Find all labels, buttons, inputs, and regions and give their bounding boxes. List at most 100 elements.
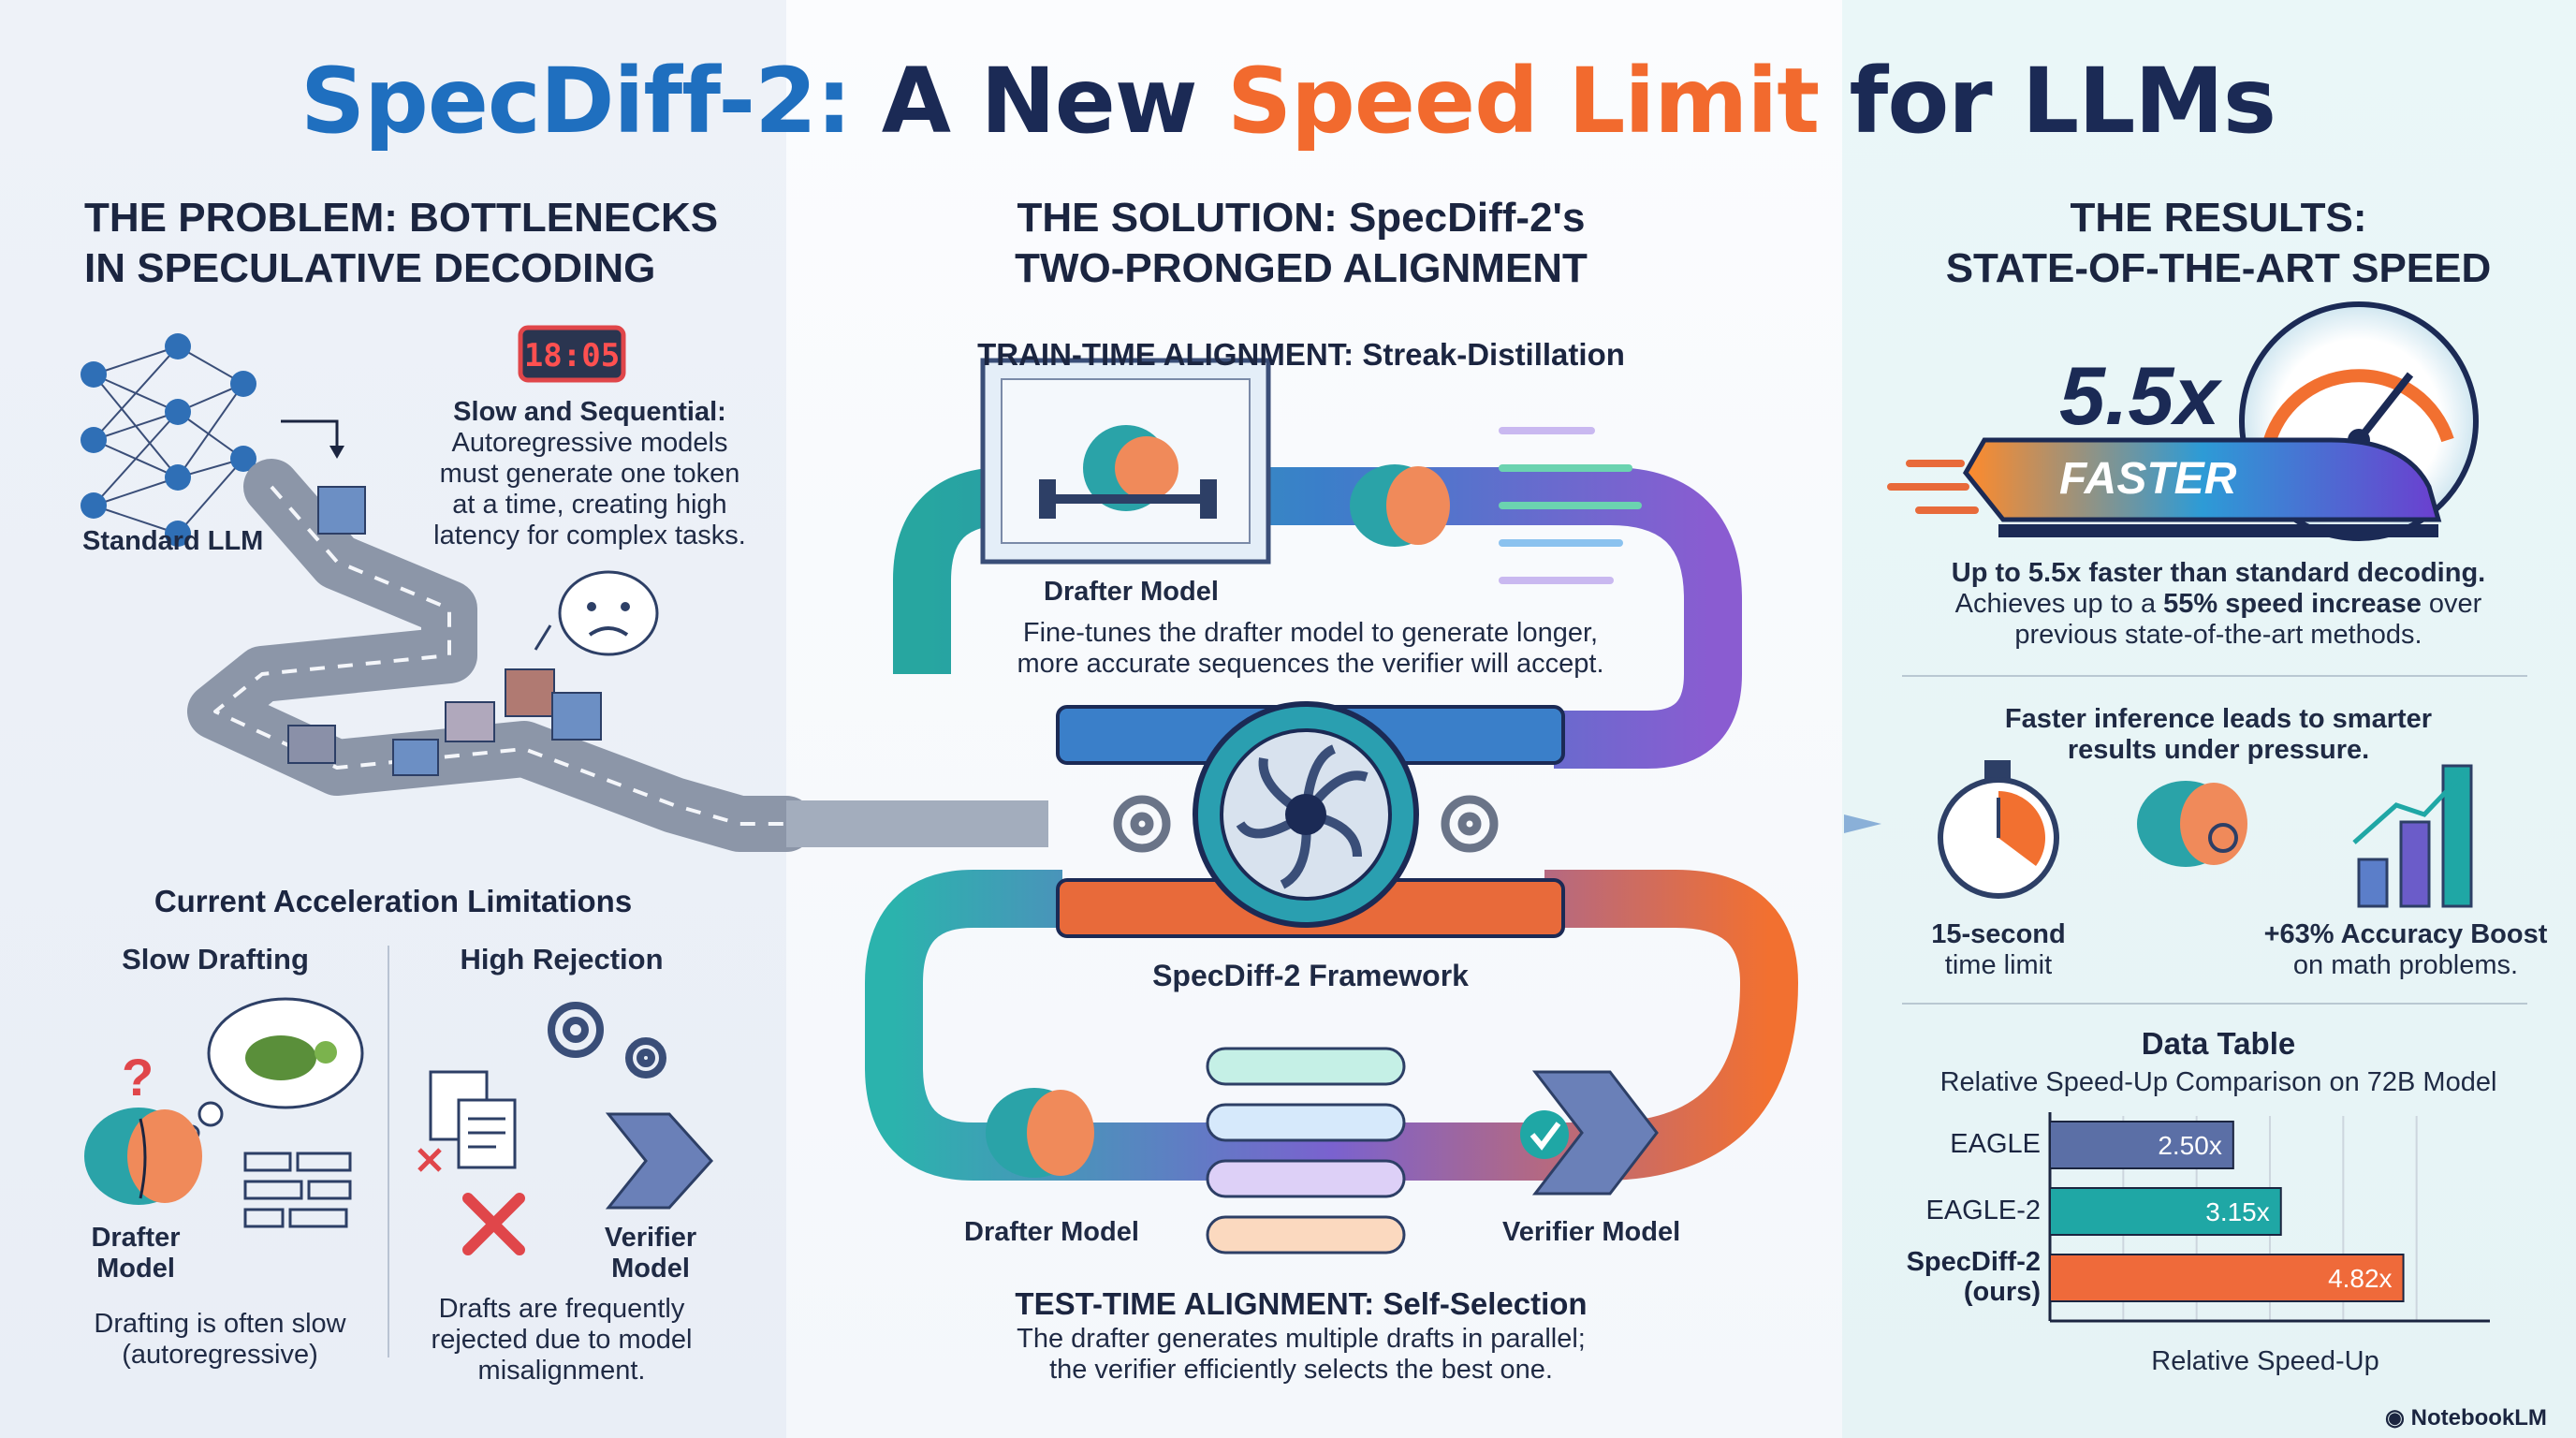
accuracy-chart-icon: [2352, 764, 2473, 908]
problem-heading-line1: THE PROBLEM: BOTTLENECKS: [84, 195, 719, 241]
neural-network-icon: [93, 345, 244, 535]
drafter-brain-icon: [84, 1108, 202, 1205]
chart-value-label: 2.50x: [2158, 1131, 2222, 1160]
standard-llm-label: Standard LLM: [82, 526, 264, 556]
title-part2: A New: [881, 49, 1198, 154]
drafter-model-top-label: Drafter Model: [1044, 577, 1219, 607]
draft-text-icon: [243, 1152, 352, 1228]
problem-heading-line2: IN SPECULATIVE DECODING: [84, 245, 656, 291]
chart-value-label: 3.15x: [2205, 1197, 2270, 1226]
accuracy-l2: on math problems.: [2292, 950, 2519, 980]
reject-note-l2: rejected due to model: [431, 1325, 693, 1355]
problem-heading: THE PROBLEM: BOTTLENECKS IN SPECULATIVE …: [84, 193, 777, 294]
reject-note-l3: misalignment.: [477, 1356, 646, 1386]
branding-text: NotebookLM: [2410, 1405, 2547, 1431]
speedup-big-number: 5.5x: [2059, 349, 2220, 442]
gym-training-box: [980, 358, 1271, 565]
slow-line-4: latency for complex tasks.: [433, 521, 746, 550]
notebooklm-logo-icon: ◉: [2385, 1405, 2411, 1431]
train-time-title: TRAIN-TIME ALIGNMENT: Streak-Distillatio…: [977, 337, 1625, 372]
verifier-chevron-icon: [605, 1112, 714, 1210]
gears-icon: [548, 1002, 666, 1078]
test-time-title: TEST-TIME ALIGNMENT: Self-Selection: [1015, 1286, 1588, 1321]
drafter-label-l1: Drafter: [91, 1223, 181, 1253]
slow-sequential-block: Slow and Sequential: Autoregressive mode…: [402, 397, 777, 551]
results-line2: Achieves up to a 55% speed increase over: [1900, 589, 2537, 620]
small-x-icon: [417, 1148, 442, 1172]
chart-category-label: SpecDiff-2 (ours): [1906, 1247, 2041, 1307]
results-line3: previous state-of-the-art methods.: [2014, 620, 2422, 650]
accuracy-l1: +63% Accuracy Boost: [2263, 919, 2548, 949]
speedup-bar-chart: 2.50x 3.15x 4.82x: [2048, 1112, 2490, 1323]
parallel-drafts-icon: [1206, 1047, 1406, 1255]
test-desc-l1: The drafter generates multiple drafts in…: [1017, 1324, 1586, 1354]
faster-label: FASTER: [2059, 454, 2237, 504]
chart-category-label: EAGLE: [1950, 1129, 2041, 1159]
chart-value-label: 4.82x: [2328, 1264, 2393, 1293]
train-desc-l2: more accurate sequences the verifier wil…: [1017, 649, 1604, 679]
drafter-label-l2: Model: [96, 1254, 175, 1284]
framework-label: SpecDiff-2 Framework: [1152, 959, 1469, 992]
bullet-train-icon: [1887, 437, 2442, 537]
chart-bar: [2049, 1187, 2282, 1236]
limits-title: Current Acceleration Limitations: [154, 884, 633, 918]
time-limit-label: 15-second time limit: [1910, 919, 2087, 981]
accuracy-label: +63% Accuracy Boost on math problems.: [2247, 919, 2565, 981]
alarm-clock-icon: [518, 325, 626, 383]
notebooklm-branding: ◉ NotebookLM: [2385, 1404, 2547, 1431]
token-blocks: [287, 486, 602, 776]
drafting-note: Drafting is often slow (autoregressive): [56, 1309, 384, 1371]
solution-heading: THE SOLUTION: SpecDiff-2's TWO-PRONGED A…: [880, 193, 1722, 294]
slow-line-1: Autoregressive models: [451, 428, 728, 458]
turbine-framework: [1056, 701, 1565, 938]
train-desc-l1: Fine-tunes the drafter model to generate…: [1022, 618, 1599, 648]
output-sequences-icon: [1499, 427, 1642, 584]
data-table-title: Data Table: [2141, 1026, 2296, 1061]
results-line2-pre: Achieves up to a: [1954, 589, 2164, 619]
drafter-brain-top-icon: [1350, 464, 1450, 547]
verifier-model-bottom-label: Verifier Model: [1502, 1217, 1681, 1247]
clock-readout: 18:05: [523, 337, 621, 374]
title-part3: Speed Limit: [1227, 49, 1820, 154]
train-time-desc: Fine-tunes the drafter model to generate…: [917, 618, 1704, 680]
time-limit-l1: 15-second: [1931, 919, 2066, 949]
frustrated-face-icon: [534, 570, 659, 656]
solution-heading-line1: THE SOLUTION: SpecDiff-2's: [1017, 195, 1586, 241]
slow-sequential-title: Slow and Sequential:: [453, 397, 726, 427]
side-gears-icon: [1113, 795, 1499, 853]
solution-heading-line2: TWO-PRONGED ALIGNMENT: [1015, 245, 1588, 291]
results-heading-line1: THE RESULTS:: [2070, 195, 2367, 241]
inference-note: Faster inference leads to smarter result…: [1900, 704, 2537, 766]
inference-l1: Faster inference leads to smarter: [2004, 704, 2433, 734]
chart-bar: [2049, 1254, 2405, 1302]
winding-road: [187, 459, 814, 852]
stopwatch-icon: [1938, 760, 2059, 899]
slow-line-3: at a time, creating high: [452, 490, 727, 520]
inference-l2: results under pressure.: [2067, 735, 2370, 765]
drafting-note-l1: Drafting is often slow: [94, 1309, 346, 1339]
high-rejection-label: High Rejection: [460, 943, 664, 976]
rejected-drafts-icon: [429, 1070, 517, 1169]
chart-bar: [2049, 1121, 2234, 1169]
rejection-note: Drafts are frequently rejected due to mo…: [398, 1294, 725, 1387]
verifier-chevron-bottom-icon: [1520, 1070, 1659, 1196]
drafter-model-label: Drafter Model: [56, 1223, 215, 1284]
results-heading: THE RESULTS: STATE-OF-THE-ART SPEED: [1900, 193, 2537, 294]
time-limit-l2: time limit: [1944, 950, 2053, 980]
title-part4: for LLMs: [1849, 49, 2276, 154]
drafter-brain-bottom-icon: [986, 1088, 1094, 1178]
drafter-model-bottom-label: Drafter Model: [964, 1217, 1139, 1247]
road-connector: [786, 800, 1048, 847]
data-table-subtitle: Relative Speed-Up Comparison on 72B Mode…: [1939, 1067, 2497, 1097]
title-part1: SpecDiff-2:: [300, 49, 852, 154]
results-line1: Up to 5.5x faster than standard decoding…: [1951, 558, 2486, 588]
test-time-desc: The drafter generates multiple drafts in…: [880, 1324, 1722, 1386]
verifier-label-l2: Model: [611, 1254, 690, 1284]
slow-drafting-label: Slow Drafting: [122, 943, 309, 976]
results-summary: Up to 5.5x faster than standard decoding…: [1900, 558, 2537, 651]
drafting-note-l2: (autoregressive): [122, 1340, 318, 1370]
reject-x-icon: [462, 1193, 525, 1255]
chart-category-label: EAGLE-2: [1925, 1196, 2042, 1225]
results-heading-line2: STATE-OF-THE-ART SPEED: [1945, 245, 2492, 291]
